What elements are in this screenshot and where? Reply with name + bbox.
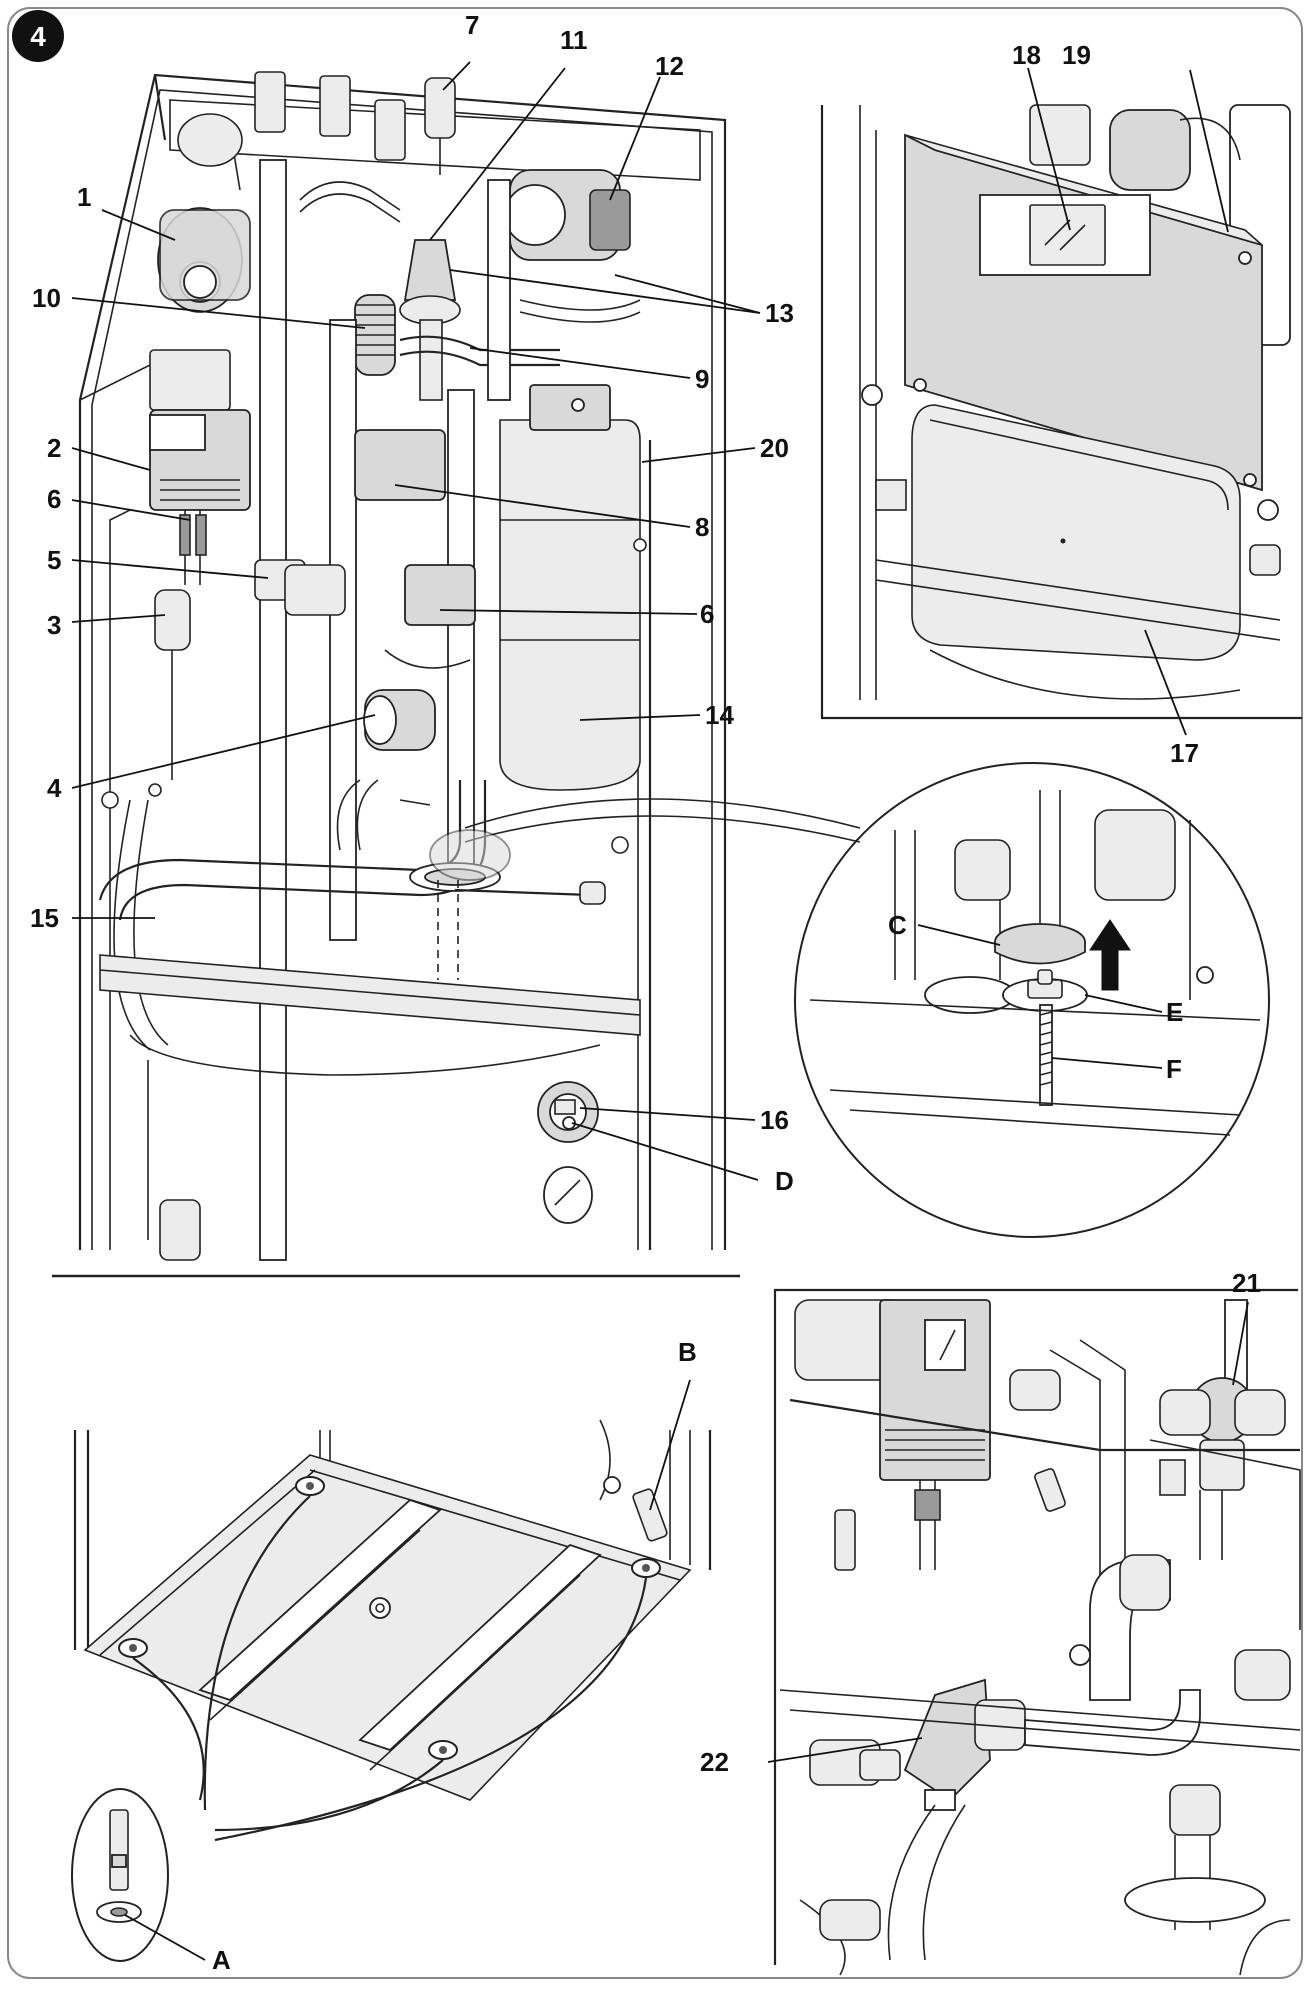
label-11: 11 (560, 25, 588, 55)
figure-number: 4 (30, 21, 46, 52)
label-19: 19 (1062, 40, 1091, 70)
label-1: 1 (77, 182, 91, 212)
label-18: 18 (1012, 40, 1041, 70)
label-5: 5 (47, 545, 61, 575)
leader-lines (71, 61, 1249, 1961)
main-unit-drawing (78, 71, 727, 1261)
outer-border (7, 7, 1303, 1979)
label-14: 14 (705, 700, 734, 730)
label-A: A (212, 1945, 231, 1975)
label-17: 17 (1170, 738, 1199, 768)
label-7: 7 (465, 10, 479, 40)
label-3: 3 (47, 610, 61, 640)
label-6-center: 6 (700, 599, 714, 629)
callout-labels: 1 2 3 4 5 6 6 7 8 9 10 11 12 13 14 15 16… (30, 10, 1261, 1975)
label-E: E (1166, 997, 1183, 1027)
label-20: 20 (760, 433, 789, 463)
label-8: 8 (695, 512, 709, 542)
label-D: D (775, 1166, 794, 1196)
label-4: 4 (47, 773, 62, 803)
label-2: 2 (47, 433, 61, 463)
base-feet-view (71, 1419, 712, 1962)
label-22: 22 (700, 1747, 729, 1777)
label-21: 21 (1232, 1268, 1261, 1298)
label-15: 15 (30, 903, 59, 933)
label-12: 12 (655, 51, 684, 81)
label-9: 9 (695, 364, 709, 394)
control-box-inset (820, 104, 1302, 720)
label-10: 10 (32, 283, 61, 313)
label-C: C (888, 910, 907, 940)
label-6-left: 6 (47, 484, 61, 514)
label-16: 16 (760, 1105, 789, 1135)
figure-number-badge: 4 (12, 10, 64, 62)
label-F: F (1166, 1054, 1182, 1084)
valves-inset (773, 1288, 1301, 1976)
label-B: B (678, 1337, 697, 1367)
drain-detail-inset (429, 762, 1270, 1238)
label-13: 13 (765, 298, 794, 328)
